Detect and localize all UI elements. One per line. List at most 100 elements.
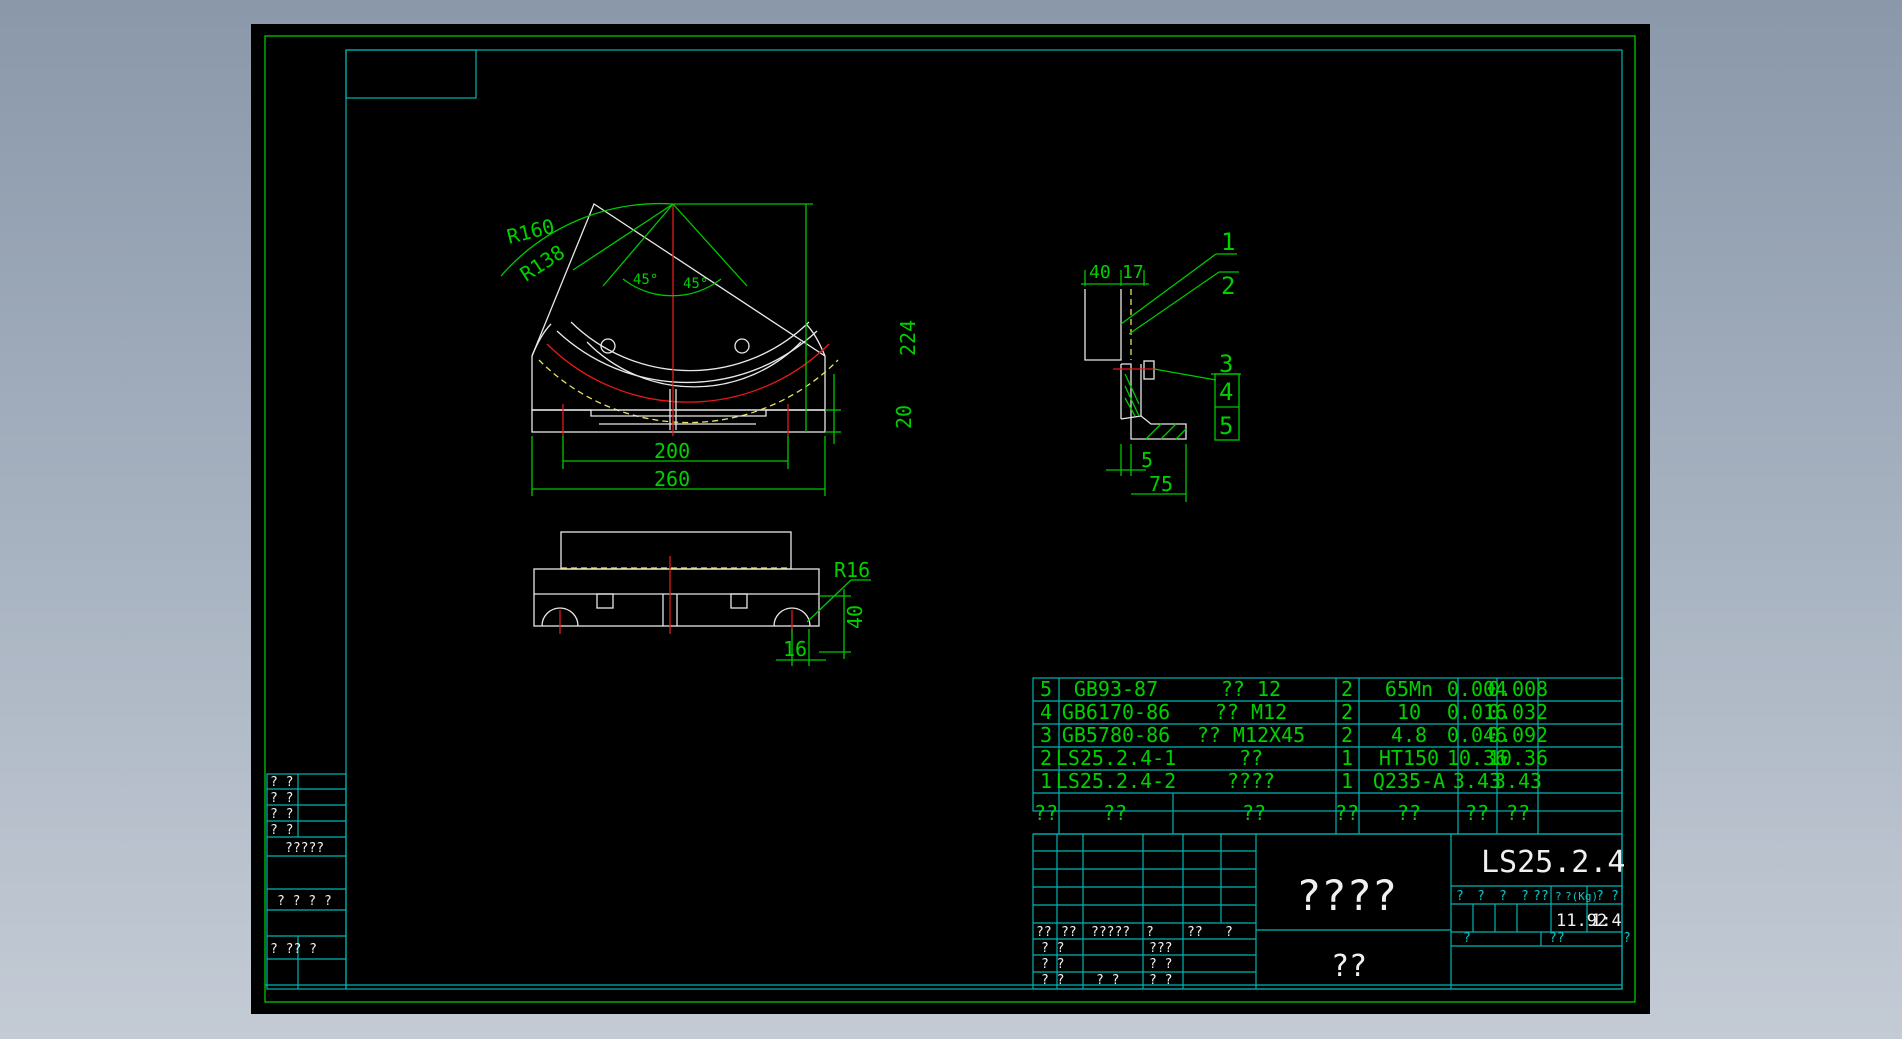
- bom-header-code: ??: [1103, 801, 1127, 825]
- margin-row-2: ? ?: [270, 791, 293, 806]
- bom-cell-5-total_w: 3.43: [1494, 769, 1542, 793]
- mini-header-5: ??: [1533, 889, 1549, 904]
- bom-header-no: ??: [1034, 801, 1058, 825]
- tb-label-5: ??: [1187, 925, 1203, 940]
- company-name: ??: [1331, 949, 1367, 984]
- margin-row-4: ? ?: [270, 823, 293, 838]
- bom-cell-2-total_w: 0.032: [1488, 700, 1548, 724]
- bom-cell-5-code: LS25.2.4-2: [1056, 769, 1176, 793]
- weight-value: 11.92: [1556, 911, 1607, 931]
- dim-side-17: 17: [1122, 262, 1144, 283]
- sign-row-2-b: ? ?: [1149, 957, 1172, 972]
- dim-20: 20: [892, 405, 916, 429]
- dim-224: 224: [896, 320, 920, 356]
- bom-cell-5-material: Q235-A: [1373, 769, 1445, 793]
- bom-cell-1-total_w: 0.008: [1488, 677, 1548, 701]
- bom-cell-2-no: 4: [1040, 700, 1052, 724]
- bom-cell-3-name: ?? M12X45: [1197, 723, 1305, 747]
- cad-drawing: ? ? ? ? ? ? ? ? ????? ? ? ? ? ? ?? ?: [264, 35, 1636, 1003]
- bom-cell-4-qty: 1: [1341, 746, 1353, 770]
- bom-cell-4-code: LS25.2.4-1: [1056, 746, 1176, 770]
- sign-row-1-b: ???: [1149, 941, 1172, 956]
- sign-row-3-a: ? ?: [1041, 973, 1064, 988]
- mini-header-9: ?: [1611, 889, 1619, 904]
- bom-cell-3-no: 3: [1040, 723, 1052, 747]
- bom-cell-3-code: GB5780-86: [1062, 723, 1170, 747]
- bom-cell-5-qty: 1: [1341, 769, 1353, 793]
- scale-value: 1:4: [1591, 911, 1622, 931]
- cad-viewport[interactable]: ? ? ? ? ? ? ? ? ????? ? ? ? ? ? ?? ?: [251, 24, 1650, 1014]
- balloon-1: 1: [1221, 228, 1235, 256]
- bom-cell-3-qty: 2: [1341, 723, 1353, 747]
- dim-260: 260: [654, 467, 690, 491]
- bom-cell-1-unit_w: 0.004: [1447, 677, 1507, 701]
- tb-label-6: ?: [1225, 925, 1233, 940]
- bom-cell-2-unit_w: 0.016: [1447, 700, 1507, 724]
- bom-table: [1032, 677, 1623, 835]
- bom-cell-2-qty: 2: [1341, 700, 1353, 724]
- margin-label-3: ? ?? ?: [270, 942, 317, 957]
- dim-r16: R16: [834, 558, 870, 582]
- bom-header-total_w: ??: [1506, 801, 1530, 825]
- mini-header-1: ?: [1456, 889, 1464, 904]
- bom-cell-1-material: 65Mn: [1385, 677, 1433, 701]
- bom-header-name: ??: [1242, 801, 1266, 825]
- mini-header-3: ?: [1499, 889, 1507, 904]
- tb-label-3: ?????: [1091, 925, 1130, 940]
- margin-label-2: ? ? ? ?: [277, 894, 332, 909]
- mini-header-8: ?: [1596, 889, 1604, 904]
- tb-bottom-1: ?: [1463, 931, 1471, 946]
- bom-cell-4-total_w: 10.36: [1488, 746, 1548, 770]
- side-view: 40 17 5 75 1 2 3 4 5: [1081, 228, 1241, 502]
- title-block: LS25.2.4 ???? ?? 11.92 1:4 ? ? ? ? ?? ? …: [1032, 833, 1631, 990]
- bom-cell-5-name: ????: [1227, 769, 1275, 793]
- dim-16: 16: [783, 637, 807, 661]
- margin-row-1: ? ?: [270, 775, 293, 790]
- bom-cell-2-code: GB6170-86: [1062, 700, 1170, 724]
- drawing-number: LS25.2.4: [1481, 845, 1626, 880]
- bom-header-unit_w: ??: [1465, 801, 1489, 825]
- dim-40: 40: [843, 605, 867, 629]
- sign-row-4-b: ? ?: [1149, 973, 1172, 988]
- top-view: R16 40 16: [533, 531, 871, 666]
- sheet-frame: [264, 35, 1636, 1003]
- bom-cell-1-no: 5: [1040, 677, 1052, 701]
- margin-row-3: ? ?: [270, 807, 293, 822]
- bom-cell-4-material: HT150: [1379, 746, 1439, 770]
- sign-row-4-a: ? ?: [1096, 973, 1119, 988]
- mini-header-6: ?: [1555, 890, 1562, 903]
- tb-label-1: ??: [1036, 925, 1052, 940]
- tb-bottom-2: ??: [1549, 931, 1565, 946]
- mini-header-7: ?(Kg): [1565, 890, 1598, 903]
- tb-label-2: ??: [1061, 925, 1077, 940]
- balloon-4: 4: [1219, 378, 1233, 406]
- bom-cell-2-name: ?? M12: [1215, 700, 1287, 724]
- dim-angle-right: 45°: [683, 276, 708, 292]
- bom-cell-1-code: GB93-87: [1074, 677, 1158, 701]
- front-view: R160 R138 45° 45° 224 20 200 260: [500, 202, 920, 496]
- bom-cell-5-unit_w: 3.43: [1453, 769, 1501, 793]
- dim-angle-left: 45°: [633, 272, 658, 288]
- mini-header-4: ?: [1521, 889, 1529, 904]
- balloon-3: 3: [1219, 350, 1233, 378]
- tb-label-4: ?: [1146, 925, 1154, 940]
- dim-side-40: 40: [1089, 262, 1111, 283]
- mini-header-2: ?: [1477, 889, 1485, 904]
- bom-header-material: ??: [1397, 801, 1421, 825]
- bom-cell-2-material: 10: [1397, 700, 1421, 724]
- bom-cell-3-total_w: 0.092: [1488, 723, 1548, 747]
- drawing-title: ????: [1296, 871, 1397, 920]
- bom-cell-4-unit_w: 10.36: [1447, 746, 1507, 770]
- dim-side-75: 75: [1149, 472, 1173, 496]
- bom-cell-3-material: 4.8: [1391, 723, 1427, 747]
- bom-cell-4-name: ??: [1239, 746, 1263, 770]
- bom-cell-3-unit_w: 0.046: [1447, 723, 1507, 747]
- margin-block: ? ? ? ? ? ? ? ? ????? ? ? ? ? ? ?? ?: [266, 773, 347, 990]
- bom-cell-4-no: 2: [1040, 746, 1052, 770]
- sign-row-2-a: ? ?: [1041, 957, 1064, 972]
- dim-side-5: 5: [1141, 448, 1153, 472]
- margin-label-1: ?????: [285, 841, 324, 856]
- bom-cell-5-no: 1: [1040, 769, 1052, 793]
- bom-header-qty: ??: [1335, 801, 1359, 825]
